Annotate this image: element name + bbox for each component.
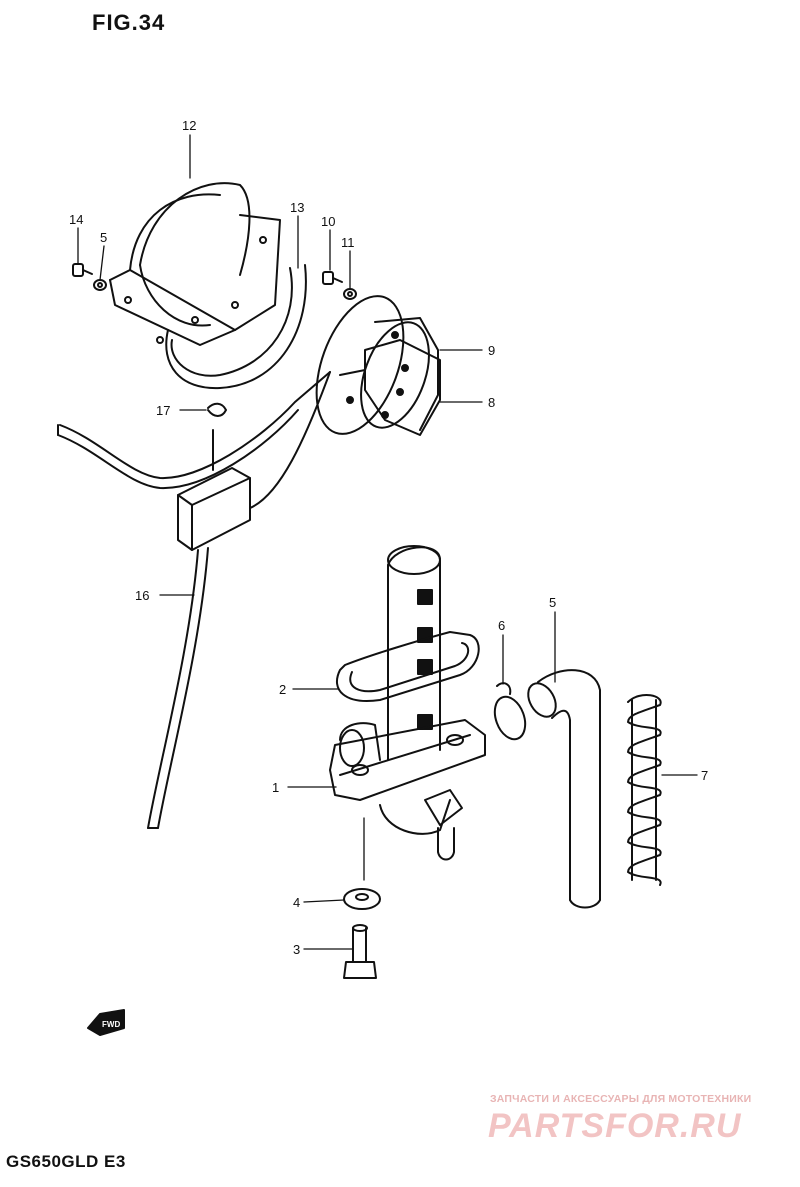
model-code: GS650GLD E3 <box>6 1152 126 1171</box>
watermark-logo: PARTSFOR.RU <box>488 1107 742 1145</box>
part-9-sender-flange <box>315 295 439 435</box>
part-17-clamp <box>207 402 227 417</box>
callout-16: 16 <box>135 588 149 603</box>
callout-14: 14 <box>69 212 83 227</box>
callout-9: 9 <box>488 343 495 358</box>
callout-5: 5 <box>549 595 556 610</box>
part-6-hose-clip <box>493 682 527 741</box>
callout-labels: 1 2 3 4 5 5 6 7 8 9 10 11 12 13 14 16 17… <box>69 118 708 1029</box>
leader-lines <box>77 134 698 950</box>
part-12-mounting-ring <box>109 182 281 346</box>
part-13-gasket <box>165 264 307 390</box>
part-7-coil-spring <box>627 694 662 886</box>
part-8-float-bracket <box>339 339 441 436</box>
part-16-wire-harness <box>57 371 331 829</box>
figure-title: FIG.34 <box>92 10 166 35</box>
part-10-screw <box>322 271 343 285</box>
forward-arrow-icon <box>87 1009 125 1036</box>
forward-arrow-label: FWD <box>102 1020 120 1029</box>
callout-8: 8 <box>488 395 495 410</box>
part-4-washer <box>343 888 381 910</box>
callout-3: 3 <box>293 942 300 957</box>
part-1-fuel-cock <box>329 545 486 861</box>
part-11-washer <box>343 288 357 300</box>
part-2-o-ring <box>335 631 480 702</box>
callout-2: 2 <box>279 682 286 697</box>
callout-7: 7 <box>701 768 708 783</box>
callout-12: 12 <box>182 118 196 133</box>
callout-13: 13 <box>290 200 304 215</box>
callout-17: 17 <box>156 403 170 418</box>
callout-10: 10 <box>321 214 335 229</box>
watermark-tagline: ЗАПЧАСТИ И АКСЕССУАРЫ ДЛЯ МОТОТЕХНИКИ <box>490 1093 752 1105</box>
part-14-screw <box>72 263 93 277</box>
part-3-bolt <box>343 924 377 979</box>
callout-4: 4 <box>293 895 300 910</box>
callout-1: 1 <box>272 780 279 795</box>
callout-11: 11 <box>341 235 355 250</box>
callout-6: 6 <box>498 618 505 633</box>
callout-5-left: 5 <box>100 230 107 245</box>
part-5-washer-left <box>93 279 107 291</box>
part-5-fuel-hose <box>527 669 601 909</box>
